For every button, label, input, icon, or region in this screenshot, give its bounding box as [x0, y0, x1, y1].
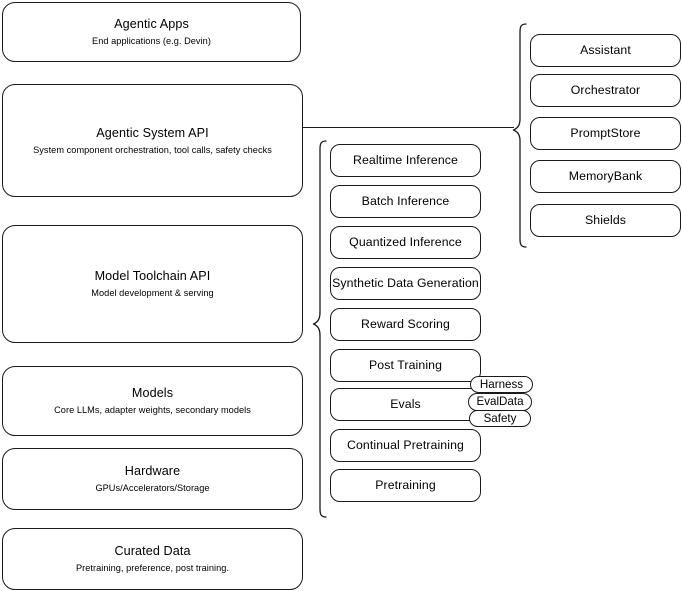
- capability-label: Post Training: [368, 358, 443, 372]
- component-orchestrator[interactable]: Orchestrator: [530, 74, 681, 107]
- capability-label: Realtime Inference: [352, 153, 458, 167]
- capability-label: Reward Scoring: [361, 317, 450, 331]
- capability-evals[interactable]: Evals: [330, 388, 481, 421]
- capability-label: Batch Inference: [361, 194, 450, 208]
- component-memorybank[interactable]: MemoryBank: [530, 160, 681, 193]
- capability-quantized-inference[interactable]: Quantized Inference: [330, 226, 481, 259]
- layer-title: Curated Data: [114, 544, 191, 558]
- capability-label: Continual Pretraining: [347, 438, 464, 452]
- evals-badge-safety[interactable]: Safety: [469, 410, 531, 427]
- layer-title: Agentic System API: [96, 125, 209, 140]
- evals-badge-label: Safety: [483, 411, 517, 425]
- layer-subtitle: End applications (e.g. Devin): [92, 36, 211, 46]
- evals-badge-label: EvalData: [476, 395, 524, 408]
- evals-badge-label: Harness: [479, 377, 524, 391]
- evals-badge-evaldata[interactable]: EvalData: [468, 393, 532, 411]
- layer-models[interactable]: Models Core LLMs, adapter weights, secon…: [2, 366, 303, 436]
- connector-agentic-system-api-to-components: [303, 127, 514, 129]
- component-label: PromptStore: [570, 126, 641, 140]
- component-promptstore[interactable]: PromptStore: [530, 117, 681, 150]
- layer-subtitle: Core LLMs, adapter weights, secondary mo…: [54, 405, 251, 415]
- component-label: Shields: [584, 213, 627, 227]
- evals-badge-harness[interactable]: Harness: [470, 376, 533, 393]
- component-label: Assistant: [580, 43, 631, 57]
- component-shields[interactable]: Shields: [530, 204, 681, 237]
- capability-reward-scoring[interactable]: Reward Scoring: [330, 308, 481, 341]
- capability-label: Synthetic Data Generation: [332, 276, 479, 290]
- capability-label: Evals: [390, 397, 421, 411]
- layer-subtitle: Pretraining, preference, post training.: [75, 563, 230, 573]
- component-label: Orchestrator: [570, 83, 641, 97]
- layer-title: Hardware: [124, 464, 181, 478]
- capability-realtime-inference[interactable]: Realtime Inference: [330, 144, 481, 177]
- capability-batch-inference[interactable]: Batch Inference: [330, 185, 481, 218]
- capability-pretraining[interactable]: Pretraining: [330, 469, 481, 502]
- brace-agentic-components: [512, 23, 527, 248]
- layer-subtitle: Model development & serving: [91, 288, 214, 298]
- layer-subtitle: System component orchestration, tool cal…: [33, 144, 272, 155]
- layer-hardware[interactable]: Hardware GPUs/Accelerators/Storage: [2, 448, 303, 510]
- layer-model-toolchain-api[interactable]: Model Toolchain API Model development & …: [2, 225, 303, 343]
- layer-subtitle: GPUs/Accelerators/Storage: [95, 483, 210, 493]
- brace-model-toolchain-capabilities: [312, 140, 327, 518]
- layer-title: Model Toolchain API: [94, 269, 211, 283]
- component-assistant[interactable]: Assistant: [530, 34, 681, 67]
- capability-synthetic-data-generation[interactable]: Synthetic Data Generation: [330, 267, 481, 300]
- capability-continual-pretraining[interactable]: Continual Pretraining: [330, 429, 481, 462]
- layer-title: Agentic Apps: [114, 17, 189, 31]
- capability-label: Pretraining: [375, 478, 436, 492]
- component-label: MemoryBank: [568, 169, 643, 183]
- layer-title: Models: [131, 386, 174, 400]
- layer-agentic-apps[interactable]: Agentic Apps End applications (e.g. Devi…: [2, 2, 301, 62]
- capability-label: Quantized Inference: [349, 235, 462, 249]
- capability-post-training[interactable]: Post Training: [330, 349, 481, 382]
- layer-agentic-system-api[interactable]: Agentic System API System component orch…: [2, 84, 303, 197]
- layer-curated-data[interactable]: Curated Data Pretraining, preference, po…: [2, 528, 303, 590]
